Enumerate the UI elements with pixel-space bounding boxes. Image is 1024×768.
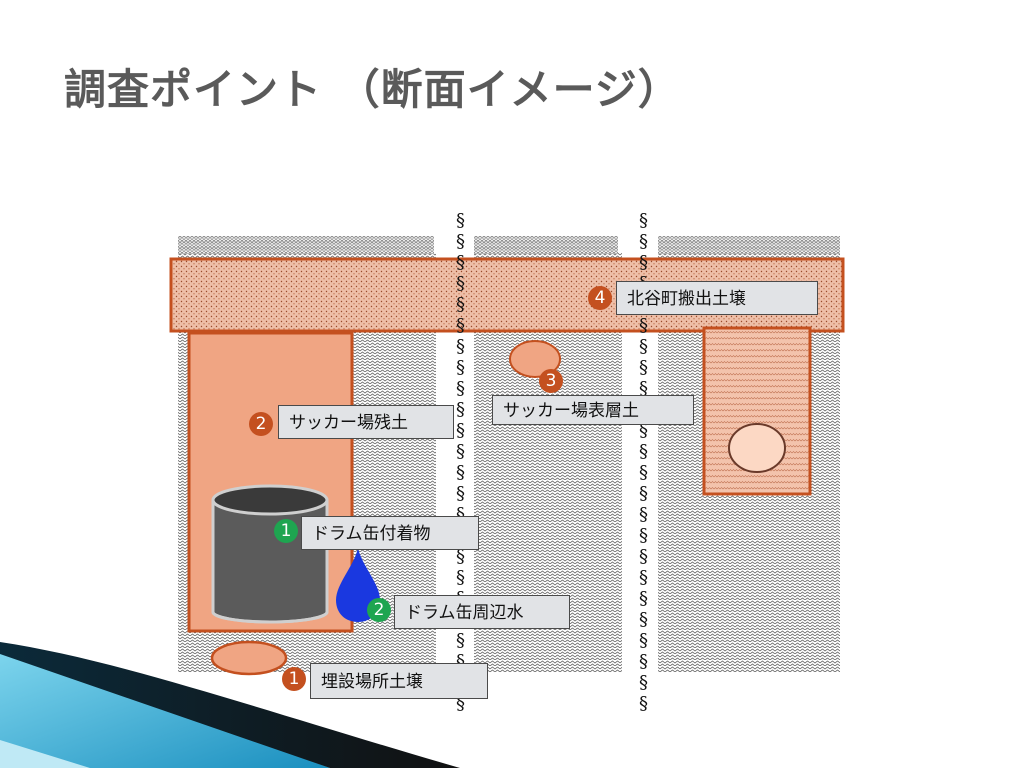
decorative-swoosh bbox=[0, 642, 460, 768]
badge-red-3: 3 bbox=[539, 369, 563, 393]
right-sample-ellipse bbox=[728, 423, 786, 473]
label-drum-water: ドラム缶周辺水 bbox=[394, 595, 570, 629]
badge-green-2: 2 bbox=[367, 598, 391, 622]
gravel-surface-middle bbox=[474, 236, 618, 254]
gravel-surface-left bbox=[178, 236, 434, 254]
label-drum-deposit: ドラム缶付着物 bbox=[301, 516, 479, 550]
drum-barrel bbox=[211, 484, 329, 624]
buried-site-ellipse bbox=[210, 640, 288, 676]
badge-red-1: 1 bbox=[282, 667, 306, 691]
gravel-surface-right bbox=[658, 236, 840, 254]
badge-green-1: 1 bbox=[274, 519, 298, 543]
label-removed-soil: 北谷町搬出土壌 bbox=[616, 281, 818, 315]
page-title: 調査ポイント （断面イメージ） bbox=[64, 65, 681, 114]
badge-red-2: 2 bbox=[249, 412, 273, 436]
label-surface-soil: サッカー場表層土 bbox=[492, 395, 694, 425]
label-leftover-soil: サッカー場残土 bbox=[278, 405, 454, 439]
surface-sample-ellipse bbox=[509, 340, 561, 378]
badge-red-4: 4 bbox=[588, 286, 612, 310]
label-buried-soil: 埋設場所土壌 bbox=[310, 663, 488, 699]
